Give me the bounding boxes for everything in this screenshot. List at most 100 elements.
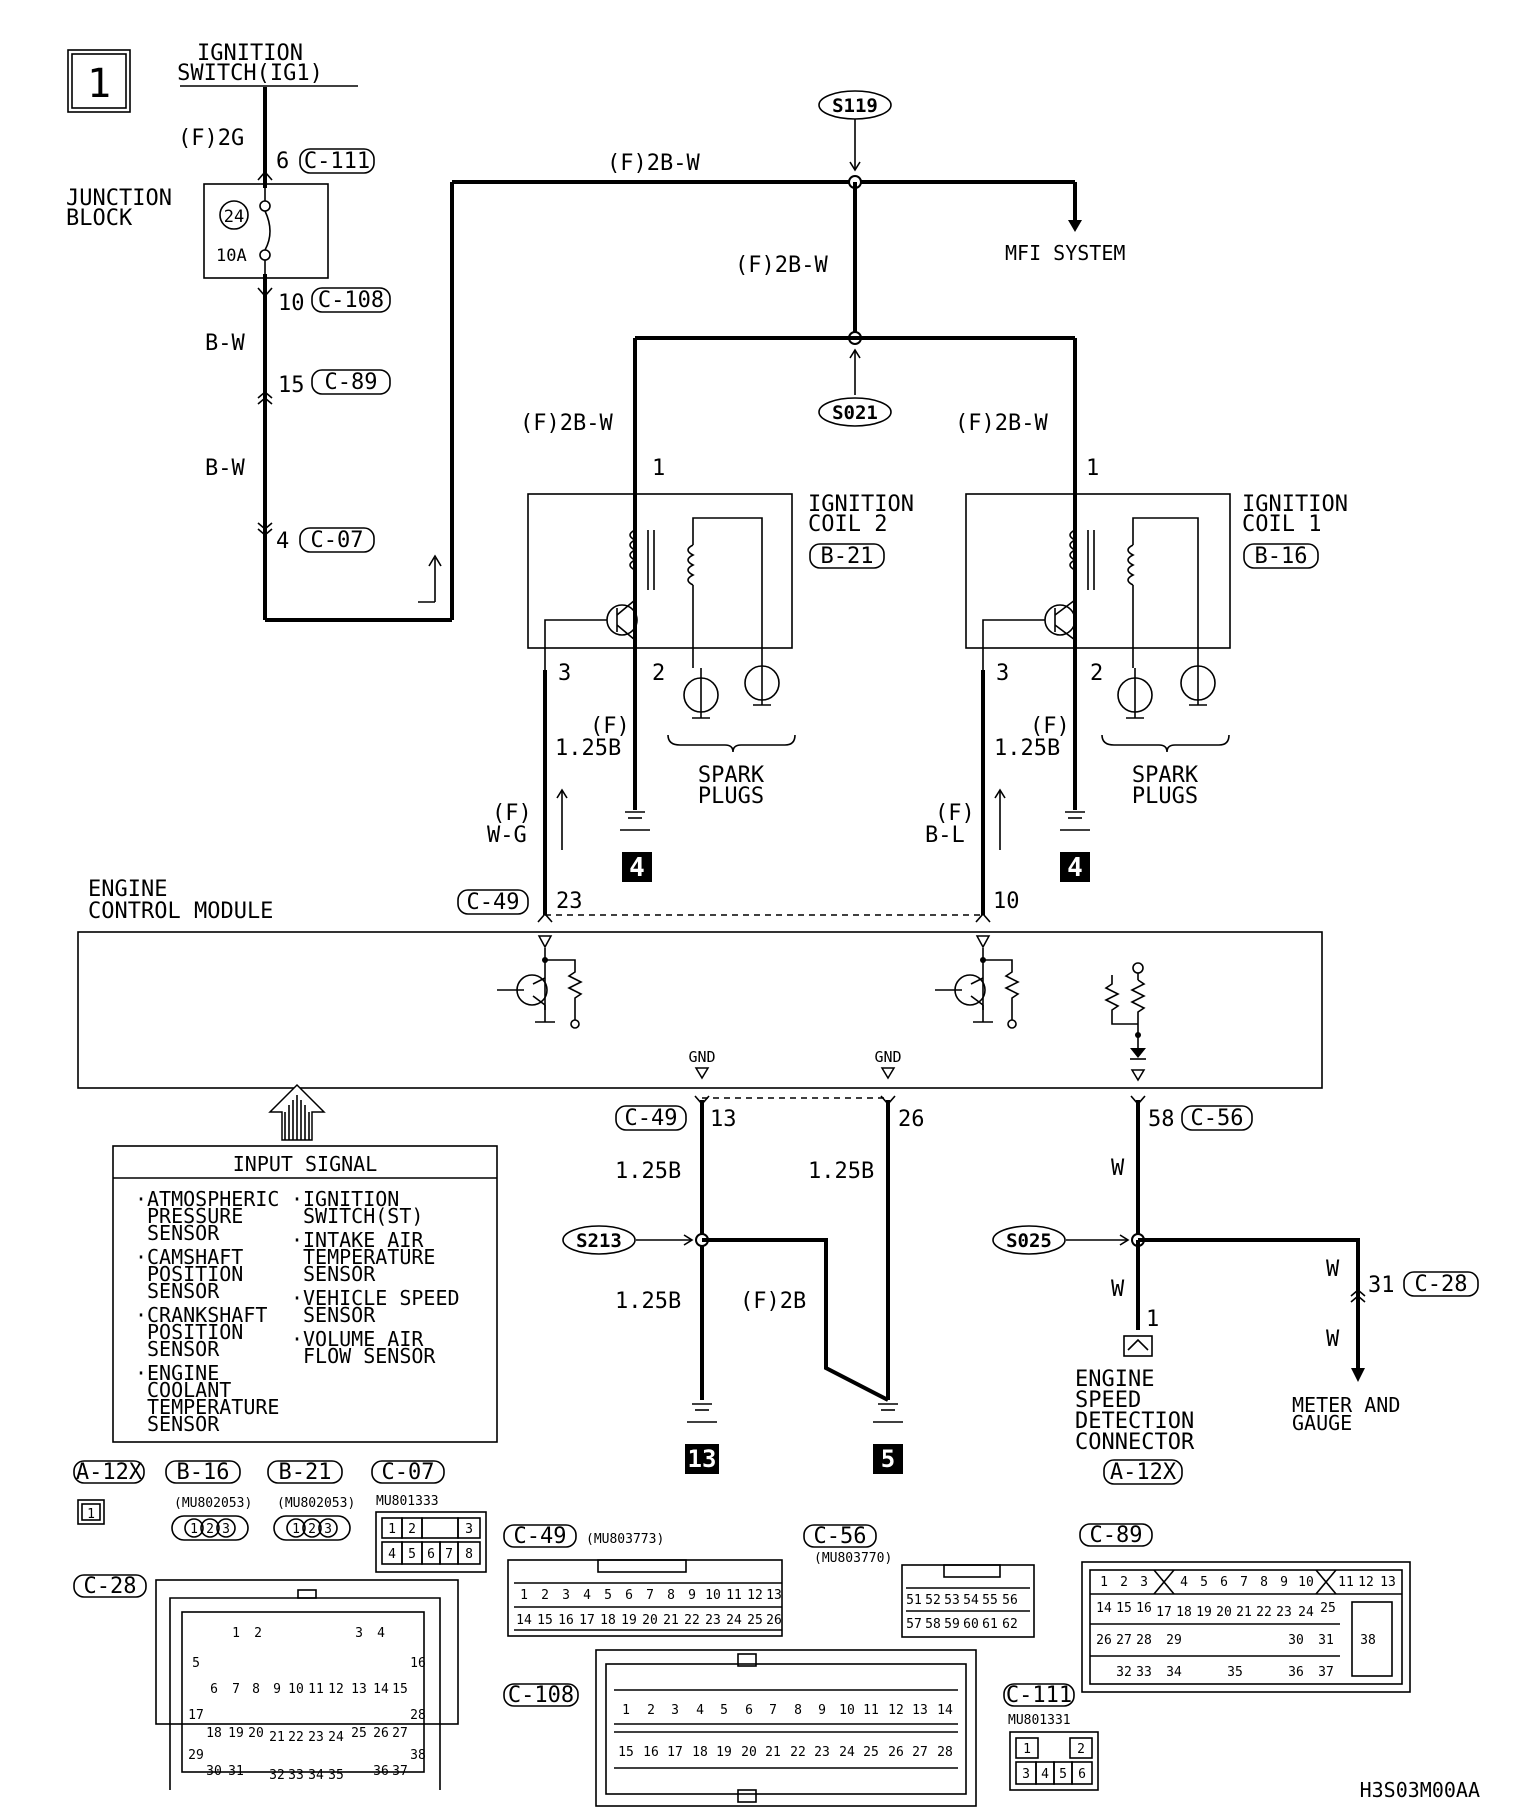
page-number: 1 (87, 61, 111, 107)
c89-blank (1153, 1569, 1175, 1595)
svg-text:34: 34 (308, 1768, 324, 1783)
svg-text:37: 37 (392, 1764, 408, 1779)
c89-face (1081, 1561, 1411, 1693)
wire-bw-label-1: B-W (205, 331, 245, 356)
fuse-number-circle (219, 200, 249, 230)
connector-c111: C-111 (304, 149, 370, 174)
svg-text:6: 6 (625, 1588, 633, 1603)
ecm-supply (570, 1019, 580, 1029)
connector-b16-tag (1243, 543, 1319, 569)
svg-text:4: 4 (377, 1626, 385, 1641)
svg-text:33: 33 (1136, 1665, 1152, 1680)
svg-text:9: 9 (818, 1703, 826, 1718)
svg-text:22: 22 (288, 1730, 304, 1745)
input-signal-right-list: · IGNITION SWITCH(ST) · INTAKE AIR TEMPE… (291, 1187, 460, 1368)
b16-face (171, 1515, 249, 1541)
svg-text:1: 1 (1100, 1575, 1108, 1590)
coil1-transistor-c (1054, 599, 1076, 616)
svg-text:24: 24 (726, 1613, 742, 1628)
svg-text:5: 5 (408, 1547, 416, 1562)
coil1-secondary (1127, 517, 1199, 668)
input-item-line: SENSOR (303, 1303, 376, 1327)
ecm-driver-e (970, 995, 984, 1006)
connector-c49: C-49 (625, 1106, 678, 1131)
input-item-line: CAMSHAFT (147, 1245, 243, 1269)
svg-text:26: 26 (1096, 1633, 1112, 1648)
legend-c108: C-108 (508, 1683, 574, 1708)
svg-text:38: 38 (410, 1748, 426, 1763)
s025-pointer-head (1119, 1234, 1130, 1246)
spark-plugs-bracket (1101, 734, 1230, 753)
svg-text:7: 7 (232, 1682, 240, 1697)
engine-speed-label-2: SPEED (1075, 1388, 1141, 1413)
svg-text:55: 55 (982, 1593, 998, 1608)
legend-c56: C-56 (814, 1524, 867, 1549)
legend-c108-tag (503, 1683, 579, 1707)
ignition-switch-label-2: SWITCH(IG1) (177, 61, 323, 86)
legend-c07: C-07 (382, 1460, 435, 1485)
legend-c49-tag (503, 1524, 577, 1548)
coil1-label-1: IGNITION (1242, 492, 1348, 517)
input-item-line: SWITCH(ST) (303, 1204, 423, 1228)
svg-text:17: 17 (579, 1613, 595, 1628)
svg-text:32: 32 (269, 1768, 285, 1783)
svg-text:35: 35 (328, 1768, 344, 1783)
svg-text:35: 35 (1227, 1665, 1243, 1680)
svg-text:33: 33 (288, 1768, 304, 1783)
ecm-resistor (545, 959, 583, 1020)
input-item-line: SENSOR (303, 1262, 376, 1286)
mfi-arrow (1068, 220, 1082, 232)
connector-a12x-tag (1103, 1459, 1183, 1485)
svg-text:22: 22 (684, 1613, 700, 1628)
svg-text:21: 21 (765, 1745, 781, 1760)
svg-text:9: 9 (1280, 1575, 1288, 1590)
ecm-supply (1007, 1019, 1017, 1029)
ecm-terminal (975, 935, 991, 949)
svg-text:26: 26 (766, 1613, 782, 1628)
input-item-line: POSITION (147, 1262, 243, 1286)
svg-text:2: 2 (1120, 1575, 1128, 1590)
coil2-transistor (606, 604, 638, 636)
ignition-coil-2 (527, 493, 793, 649)
svg-text:11: 11 (726, 1588, 742, 1603)
splice-s021: S021 (832, 402, 878, 424)
connector-c49: C-49 (467, 890, 520, 915)
direction-arrow-head (428, 554, 442, 567)
pin-23: 23 (556, 889, 583, 914)
s119-pointer-head (849, 161, 861, 172)
svg-text:13: 13 (1380, 1575, 1396, 1590)
svg-text:12: 12 (747, 1588, 763, 1603)
svg-text:1: 1 (388, 1522, 396, 1537)
ignition-coil-1 (965, 493, 1231, 649)
c56-part-number: (MU803770) (814, 1551, 892, 1566)
bullet: · (291, 1187, 303, 1211)
splice-s021-tag (818, 397, 892, 427)
svg-text:24: 24 (328, 1730, 344, 1745)
svg-text:18: 18 (206, 1726, 222, 1741)
svg-text:16: 16 (410, 1656, 426, 1671)
gnd-label: GND (688, 1048, 715, 1066)
svg-text:57: 57 (906, 1617, 922, 1632)
chevron (257, 528, 273, 537)
svg-text:24: 24 (1298, 1605, 1314, 1620)
svg-text:8: 8 (794, 1703, 802, 1718)
ecm-driver-c (970, 977, 984, 985)
svg-text:58: 58 (925, 1617, 941, 1632)
ecm-label-2: CONTROL MODULE (88, 899, 273, 924)
b21-pin-label: 1 (292, 1522, 300, 1537)
svg-text:17: 17 (1156, 1605, 1172, 1620)
engine-speed-label-4: CONNECTOR (1075, 1430, 1195, 1455)
wire-125b-gnd13b: 1.25B (615, 1289, 681, 1314)
svg-text:18: 18 (1176, 1605, 1192, 1620)
svg-text:3: 3 (355, 1626, 363, 1641)
input-item-line: SENSOR (147, 1412, 220, 1436)
input-item-line: VEHICLE SPEED (303, 1286, 460, 1310)
mfi-system-label: MFI SYSTEM (1005, 241, 1125, 265)
connector-c07: C-07 (311, 528, 364, 553)
svg-text:9: 9 (688, 1588, 696, 1603)
svg-text:14: 14 (373, 1682, 389, 1697)
wire-125b-gnd26: 1.25B (808, 1159, 874, 1184)
wire-f2b-jumper (702, 1238, 889, 1402)
